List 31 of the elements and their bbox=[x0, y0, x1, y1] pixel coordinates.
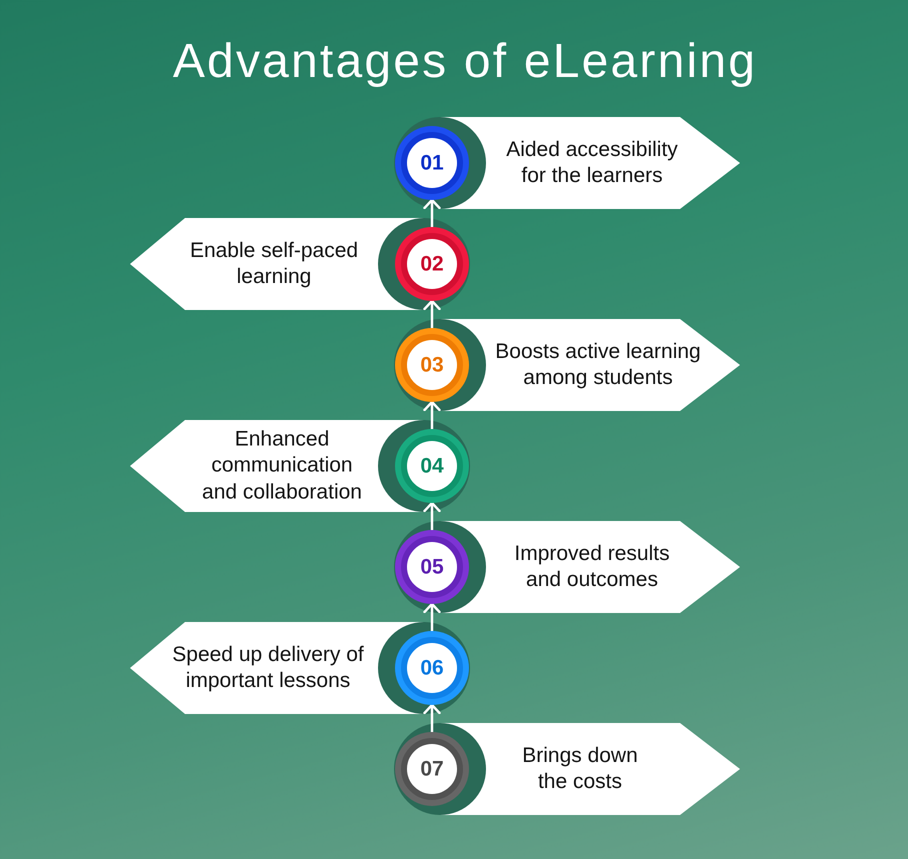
number-circle bbox=[395, 227, 469, 301]
banner-text: Improved results and outcomes bbox=[513, 540, 671, 593]
banner-text: Enable self-paced learning bbox=[188, 238, 360, 290]
arrow-banner bbox=[130, 218, 470, 310]
arrow-banner bbox=[394, 319, 740, 411]
step-number: 04 bbox=[420, 456, 444, 476]
arrow bbox=[423, 704, 441, 732]
arrow bbox=[423, 602, 441, 631]
arrow bbox=[423, 198, 441, 227]
arrow-banner bbox=[394, 723, 740, 815]
arrow bbox=[423, 400, 441, 429]
arrow bbox=[423, 300, 441, 328]
banner-text: Enhanced communication and collaboration bbox=[201, 426, 363, 506]
title: Advantages of eLearning bbox=[172, 36, 758, 89]
banner-text: Brings down the costs bbox=[521, 742, 639, 795]
arrow-banner bbox=[394, 521, 740, 613]
step-number: 06 bbox=[420, 658, 444, 678]
banner-text: Boosts active learning among students bbox=[494, 338, 702, 391]
arrow-banner bbox=[130, 622, 470, 714]
banner-text: Aided accessibility for the learners bbox=[505, 136, 679, 189]
step-number: 02 bbox=[420, 254, 444, 274]
step-number: 05 bbox=[420, 556, 444, 578]
number-circle bbox=[395, 429, 469, 503]
banner-text: Speed up delivery of important lessons bbox=[171, 642, 365, 694]
arrow bbox=[423, 502, 441, 530]
step-number: 01 bbox=[420, 152, 444, 174]
arrow-banner bbox=[394, 117, 740, 209]
step-number: 03 bbox=[420, 354, 444, 376]
number-circle bbox=[395, 631, 469, 705]
arrow-banner bbox=[130, 420, 470, 512]
step-number: 07 bbox=[420, 758, 444, 780]
